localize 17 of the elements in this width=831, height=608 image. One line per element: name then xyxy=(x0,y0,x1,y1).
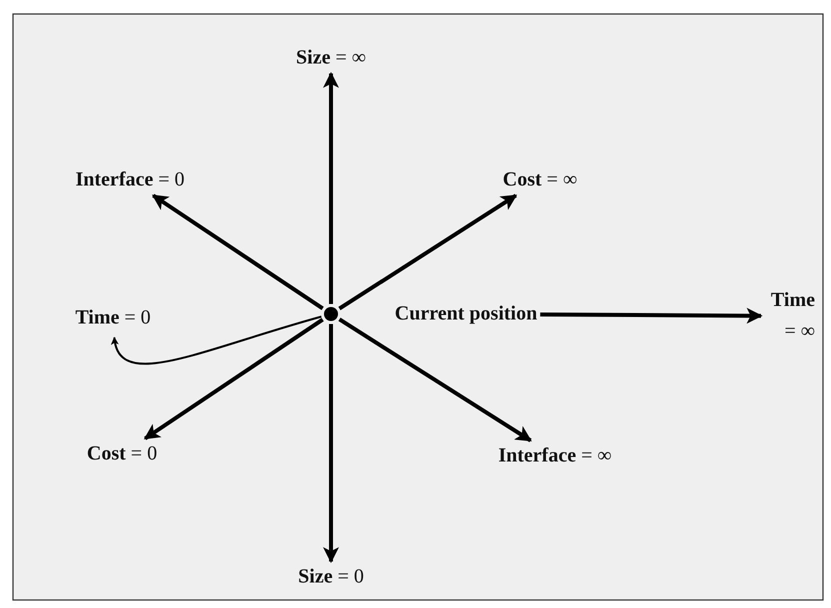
axis-label: Interface = 0 xyxy=(76,168,184,192)
axis-label: Interface = ∞ xyxy=(498,444,612,468)
axis-label: Cost = 0 xyxy=(86,442,158,466)
axis-label: Cost = ∞ xyxy=(502,168,578,192)
arrow xyxy=(540,308,763,324)
arrow xyxy=(323,72,339,304)
axis-label: Size = 0 xyxy=(298,566,364,588)
axis-label: Time = ∞ xyxy=(765,285,815,347)
arrow xyxy=(338,318,532,442)
axis-label: Size = ∞ xyxy=(296,46,366,70)
arrow xyxy=(323,324,339,564)
position-label: Current position xyxy=(394,302,538,326)
arrow xyxy=(152,194,324,310)
arrow xyxy=(338,194,518,310)
arrow xyxy=(112,316,322,365)
axis-label: Time = 0 xyxy=(75,306,151,330)
arrow xyxy=(144,318,324,440)
